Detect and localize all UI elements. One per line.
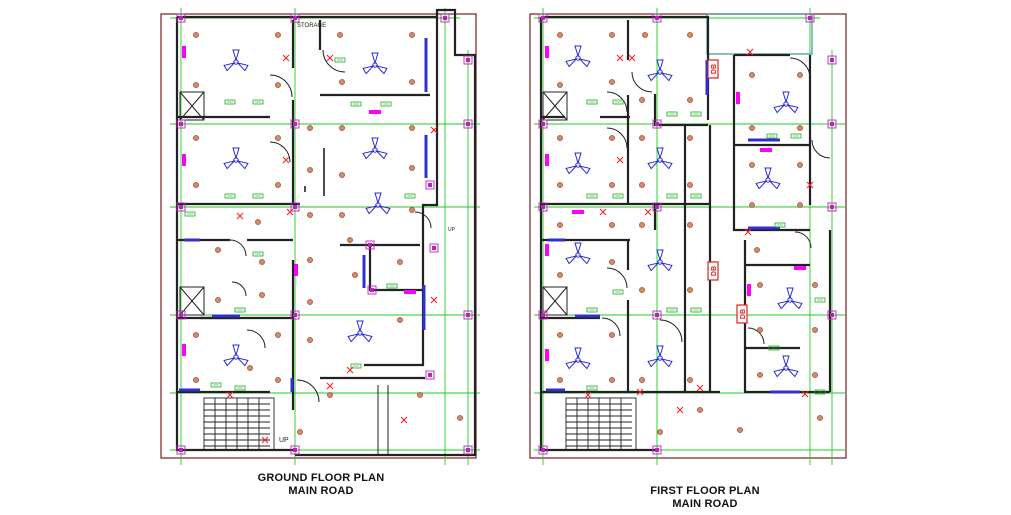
entry-up-label: UP [448, 227, 456, 233]
first-doors [601, 57, 831, 345]
ground-switchboards [182, 46, 416, 356]
ground-corridor-marks [304, 148, 325, 196]
first-floor-caption: FIRST FLOOR PLAN MAIN ROAD [620, 485, 790, 511]
first-floor-subtitle: MAIN ROAD [672, 498, 738, 510]
first-grid-lines [534, 8, 845, 465]
stair-up-label: UP [279, 437, 289, 444]
storage-label: STORAGE [297, 23, 326, 29]
db-label: DB [740, 309, 747, 319]
first-walls [539, 15, 832, 452]
ground-grid-lines [170, 8, 480, 465]
first-plot-boundary [529, 13, 847, 459]
ground-ducts [179, 91, 205, 316]
first-floor-title: FIRST FLOOR PLAN [650, 485, 760, 497]
ground-walls [175, 8, 477, 457]
ground-floor-subtitle: MAIN ROAD [288, 485, 354, 497]
first-floor-plan [529, 8, 847, 465]
db-label: DB [711, 266, 718, 276]
ground-outlets [226, 54, 438, 444]
ground-doors [229, 49, 432, 403]
first-windows [546, 60, 800, 394]
db-panel: DB [707, 59, 719, 79]
ground-circuit-tags [184, 57, 416, 391]
ground-gate [377, 385, 389, 455]
ground-floor-plan: STORAGE UP UP [160, 8, 480, 465]
first-staircase [565, 397, 637, 451]
ground-windows [179, 38, 428, 392]
db-panel: DB [707, 261, 719, 281]
ground-staircase [203, 397, 275, 451]
first-ducts [542, 91, 568, 316]
db-label: DB [711, 64, 718, 74]
ground-grid-nodes [176, 13, 473, 455]
first-grid-nodes [538, 13, 837, 455]
first-terrace-outline [706, 13, 813, 55]
db-panel: DB [736, 304, 748, 324]
db-panels: DB DB DB [707, 59, 748, 324]
ground-floor-title: GROUND FLOOR PLAN [257, 472, 385, 484]
ground-floor-caption: GROUND FLOOR PLAN MAIN ROAD [236, 472, 406, 498]
